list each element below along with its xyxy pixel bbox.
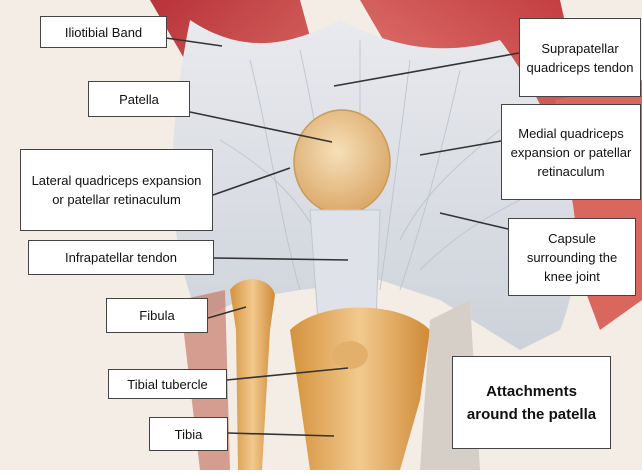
label-patella: Patella (88, 81, 190, 117)
label-capsule: Capsule surrounding the knee joint (508, 218, 636, 296)
label-infrapatellar-tendon: Infrapatellar tendon (28, 240, 214, 275)
label-tibial-tubercle: Tibial tubercle (108, 369, 227, 399)
label-medial-expansion: Medial quadriceps expansion or patellar … (501, 104, 641, 200)
tibial-tubercle-shape (332, 341, 368, 369)
patella-bone (294, 110, 390, 214)
label-tibia: Tibia (149, 417, 228, 451)
label-lateral-expansion: Lateral quadriceps expansion or patellar… (20, 149, 213, 231)
label-iliotibial-band: Iliotibial Band (40, 16, 167, 48)
caption-box: Attachments around the patella (452, 356, 611, 449)
label-fibula: Fibula (106, 298, 208, 333)
label-suprapatellar-tendon: Suprapatellar quadriceps tendon (519, 18, 641, 97)
